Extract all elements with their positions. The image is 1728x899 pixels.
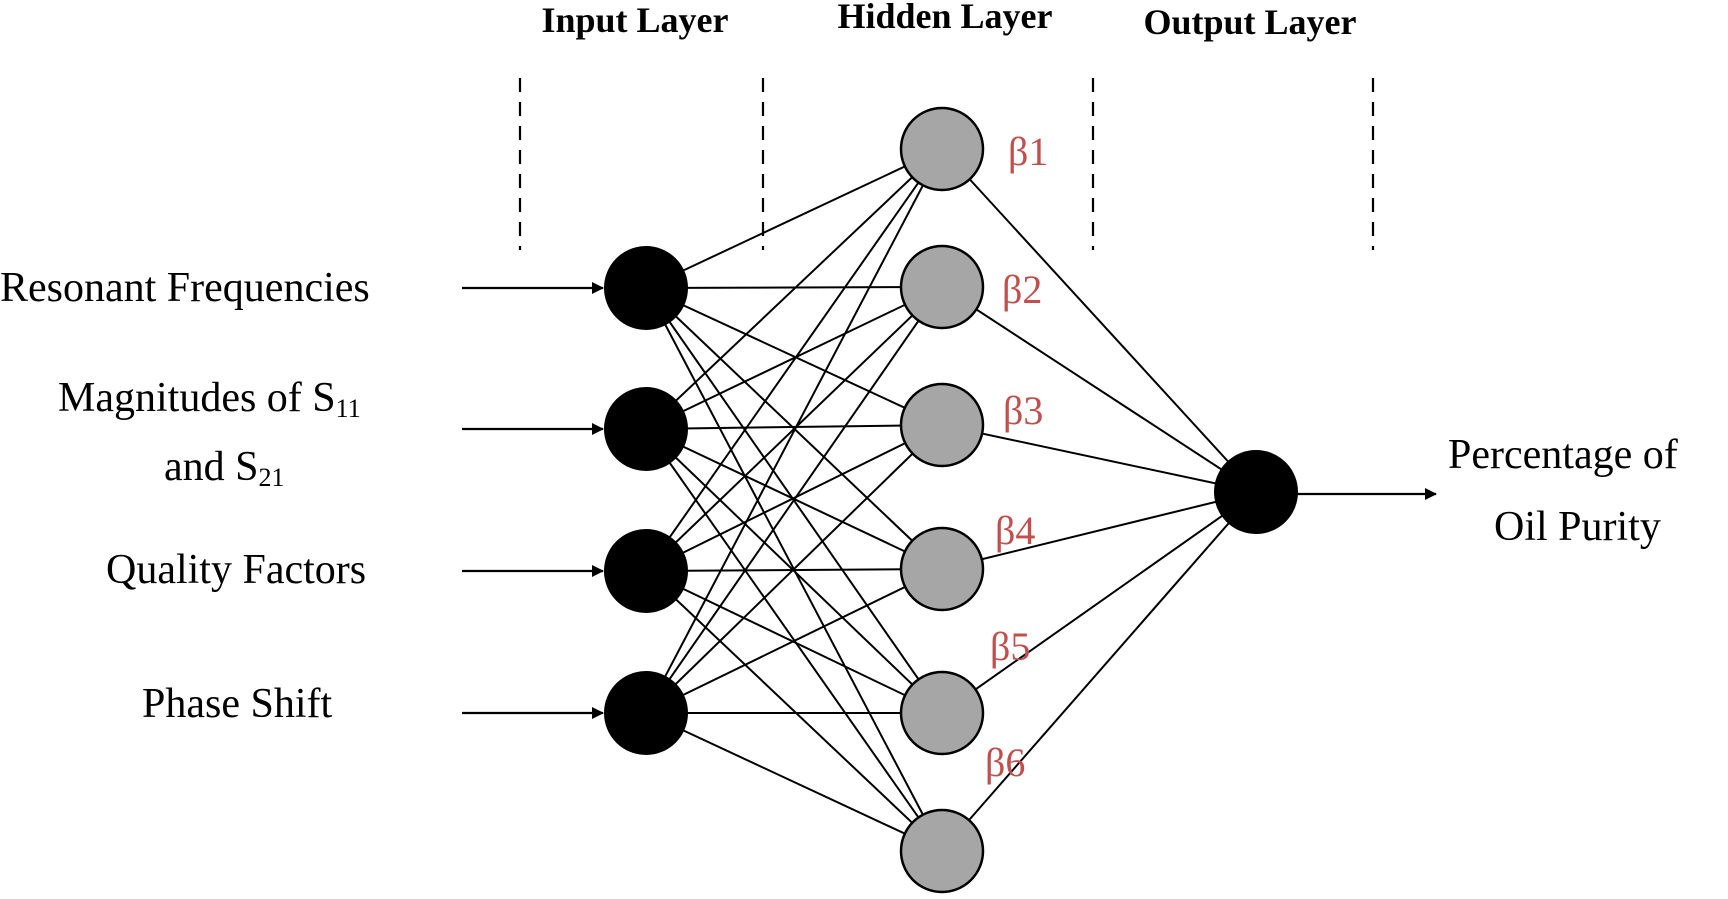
header-hidden-layer: Hidden Layer: [837, 0, 1052, 36]
weight-label-b3: β3: [1003, 388, 1043, 433]
header-output-layer: Output Layer: [1143, 2, 1356, 42]
edge-input2-hidden1: [645, 148, 943, 430]
edge-input4-hidden1: [645, 148, 943, 714]
output-node: [1214, 450, 1298, 534]
edge-input4-hidden3: [645, 424, 943, 714]
input-labels: Resonant Frequencies Magnitudes of S11 a…: [0, 265, 370, 727]
hidden-node-6: [899, 808, 985, 894]
header-input-layer: Input Layer: [541, 0, 728, 40]
edge-input4-hidden6: [645, 712, 943, 852]
edge-input3-hidden1: [645, 148, 943, 572]
weight-label-b1: β1: [1008, 129, 1048, 174]
input-label-2-line2: and S21: [164, 444, 285, 492]
edge-input2-hidden2: [645, 286, 943, 430]
edge-input1-hidden3: [645, 287, 943, 426]
weight-label-b4: β4: [995, 508, 1035, 553]
output-label-line1: Percentage of: [1448, 432, 1678, 478]
subscript-21: 21: [259, 463, 285, 492]
input-label-3: Quality Factors: [106, 547, 366, 593]
input-layer-nodes: [604, 246, 688, 755]
input-node-3: [604, 529, 688, 613]
hidden-node-2: [899, 244, 985, 330]
input-node-2: [604, 387, 688, 471]
input-arrows: [462, 282, 604, 719]
edge-hidden4-output: [941, 491, 1257, 570]
weight-label-b2: β2: [1002, 267, 1042, 312]
hidden-node-3: [899, 382, 985, 468]
hidden-node-4: [899, 526, 985, 612]
edge-hidden6-output: [941, 491, 1257, 852]
layer-dividers: [518, 78, 1375, 250]
connections: [645, 148, 1257, 852]
input-node-4: [604, 671, 688, 755]
subscript-11: 11: [336, 394, 361, 423]
hidden-node-5: [899, 670, 985, 756]
edge-hidden2-output: [941, 286, 1257, 493]
edge-input4-hidden2: [645, 286, 943, 714]
edge-input4-hidden4: [645, 568, 943, 714]
input-node-1: [604, 246, 688, 330]
edge-input1-hidden2: [645, 286, 943, 289]
weight-labels: β1 β2 β3 β4 β5 β6: [985, 129, 1048, 785]
edge-input1-hidden1: [645, 148, 943, 289]
edge-hidden1-output: [941, 148, 1257, 493]
output-label-line2: Oil Purity: [1494, 504, 1661, 550]
input-label-2-line1: Magnitudes of S11: [58, 375, 361, 423]
edge-input2-hidden3: [645, 424, 943, 430]
input-label-1: Resonant Frequencies: [0, 265, 370, 311]
hidden-node-1: [899, 106, 985, 192]
hidden-layer-nodes: [899, 106, 985, 894]
weight-label-b5: β5: [990, 624, 1030, 669]
edge-input3-hidden3: [645, 424, 943, 572]
edge-input3-hidden6: [645, 570, 943, 852]
edge-hidden5-output: [941, 491, 1257, 714]
input-label-4: Phase Shift: [142, 681, 333, 727]
weight-label-b6: β6: [985, 740, 1025, 785]
edge-hidden3-output: [941, 424, 1257, 493]
output-layer-nodes: [1214, 450, 1298, 534]
